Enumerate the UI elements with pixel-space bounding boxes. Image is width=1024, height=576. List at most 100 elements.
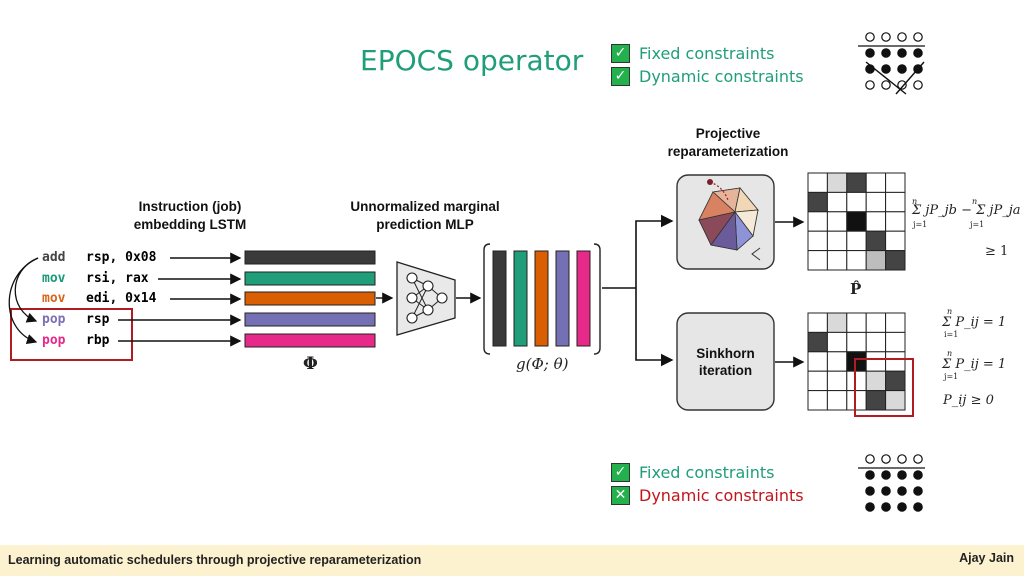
dependency-highlight-box: [10, 308, 133, 361]
matrix-cell: [865, 230, 887, 252]
matrix-cell: [826, 331, 848, 353]
filled-dot: [881, 48, 891, 58]
matrix-cell: [846, 172, 867, 193]
empty-dot: [897, 32, 907, 42]
doubly-stochastic-matrix-grid: [807, 312, 906, 411]
matrix-cell: [865, 172, 887, 193]
operands: rbp: [86, 333, 110, 348]
matrix-cell: [807, 211, 828, 232]
sum-lower: i=1: [944, 330, 959, 339]
matrix-cell: [865, 390, 887, 411]
operands: rsi, rax: [86, 271, 149, 286]
empty-dot: [865, 80, 875, 90]
matrix-cell: [846, 370, 867, 392]
matrix-cell: [807, 331, 828, 353]
matrix-cell: [846, 331, 867, 353]
projective-constraint-equation: n j=1 n j=1 Σ jP_jb − Σ jP_ja: [912, 197, 1022, 237]
filled-dot: [913, 502, 923, 512]
filled-dot: [865, 48, 875, 58]
filled-dot: [865, 486, 875, 496]
matrix-cell: [807, 191, 828, 213]
header-line: Instruction (job): [138, 199, 242, 214]
empty-dot: [897, 80, 907, 90]
footer-author: Ajay Jain: [959, 551, 1014, 565]
empty-dot: [865, 454, 875, 464]
filled-dot: [913, 48, 923, 58]
filled-dot: [865, 470, 875, 480]
embedding-bar: [244, 291, 376, 306]
matrix-cell: [807, 172, 828, 193]
diagram-graphics: [8, 32, 925, 512]
operands: edi, 0x14: [86, 291, 157, 306]
matrix-cell: [885, 370, 906, 392]
legend-label: Fixed constraints: [639, 462, 775, 482]
matrix-cell: [807, 390, 828, 411]
permutation-matrix-grid: [807, 172, 906, 271]
header-line: embedding LSTM: [133, 217, 247, 232]
marginal-matrix: [483, 243, 601, 355]
matrix-cell: [846, 230, 867, 252]
matrix-cell: [885, 390, 906, 411]
dot-pattern-bottom: [858, 454, 925, 512]
filled-dot: [881, 64, 891, 74]
violation-highlight-box: [854, 358, 914, 417]
projective-header: Projective reparameterization: [648, 125, 808, 161]
opcode: pop: [42, 333, 66, 348]
g-phi-label: g(Φ; θ): [516, 355, 569, 373]
row-sum-equation: n i=1 Σ P_ij = 1: [942, 307, 1022, 343]
sinkhorn-label: Sinkhorn iteration: [677, 345, 774, 379]
embedding-bar: [244, 312, 376, 327]
filled-dot: [913, 486, 923, 496]
empty-dot: [913, 80, 923, 90]
checkbox-checked-icon: ✓: [611, 66, 630, 86]
opcode: mov: [42, 291, 66, 306]
equation-text: Σ jP_jb − Σ jP_ja: [912, 203, 1021, 218]
matrix-cell: [865, 191, 887, 213]
header-line: reparameterization: [667, 144, 789, 159]
filled-dot: [897, 470, 907, 480]
legend-fixed-bottom: ✓ Fixed constraints: [611, 461, 774, 483]
checkbox-checked-icon: ✓: [611, 43, 630, 63]
empty-dot: [881, 80, 891, 90]
embedding-arrows: [118, 252, 242, 347]
legend-label: Fixed constraints: [639, 43, 775, 63]
header-line: Unnormalized marginal: [350, 199, 500, 214]
matrix-cell: [865, 370, 887, 392]
column-sum-equation: n j=1 Σ P_ij = 1: [942, 349, 1022, 385]
operands: rsp: [86, 312, 110, 327]
instruction-row: pop rbp: [42, 333, 109, 351]
sum-lower: j=1: [970, 220, 985, 229]
filled-dot: [913, 470, 923, 480]
empty-dot: [913, 32, 923, 42]
matrix-cell: [846, 191, 867, 213]
matrix-cell: [885, 191, 906, 213]
lstm-header: Instruction (job) embedding LSTM: [110, 198, 270, 234]
empty-dot: [913, 454, 923, 464]
legend-label: Dynamic constraints: [639, 66, 804, 86]
embedding-bar: [244, 333, 376, 348]
matrix-cell: [807, 351, 828, 372]
filled-dot: [881, 502, 891, 512]
embedding-bars: [244, 250, 376, 348]
matrix-cell: [885, 312, 906, 333]
slide-title: EPOCS operator: [360, 44, 584, 77]
p-hat-label: P̂: [850, 280, 862, 298]
sum-lower: j=1: [944, 372, 959, 381]
matrix-cell: [826, 230, 848, 252]
matrix-cell: [826, 351, 848, 372]
filled-dot: [881, 486, 891, 496]
matrix-cell: [885, 230, 906, 252]
mlp-network-icon: [396, 261, 456, 336]
empty-dot: [865, 32, 875, 42]
checkbox-crossed-icon: ✕: [611, 485, 630, 505]
matrix-cell: [826, 390, 848, 411]
matrix-cell: [885, 211, 906, 232]
matrix-cell: [885, 250, 906, 271]
filled-dot: [897, 48, 907, 58]
matrix-cell: [885, 331, 906, 353]
polytope-icon: [698, 179, 761, 261]
mlp-header: Unnormalized marginal prediction MLP: [330, 198, 520, 234]
